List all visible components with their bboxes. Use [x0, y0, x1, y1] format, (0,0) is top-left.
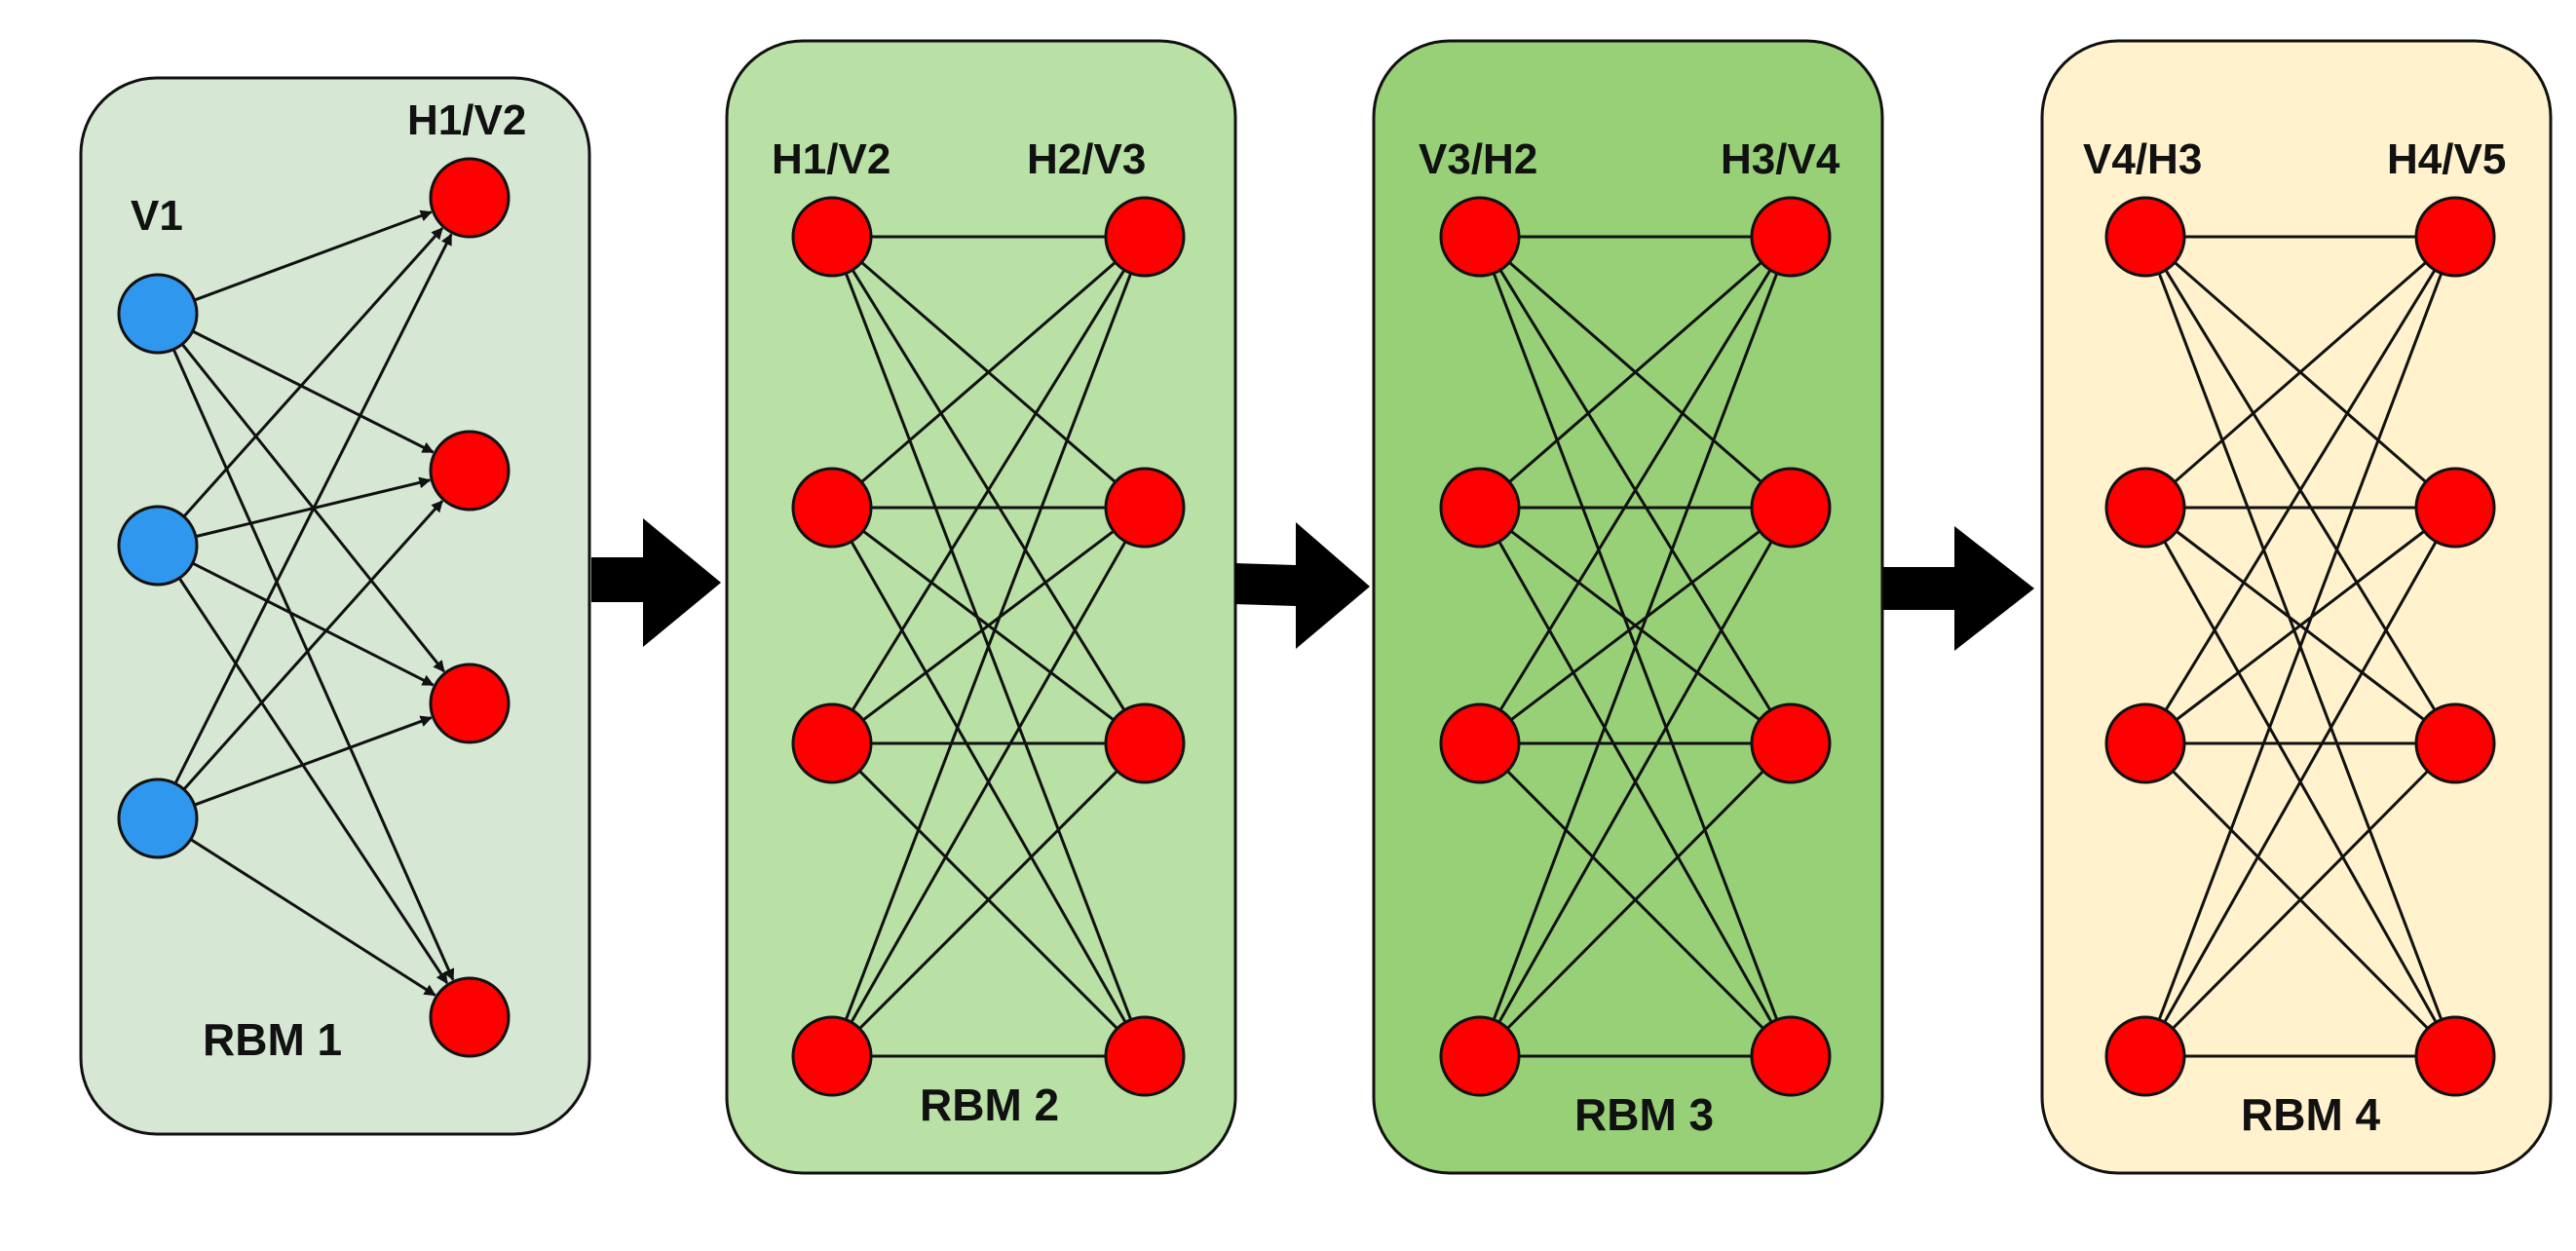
rbm-panel-2-left-label: H1/V2 [772, 135, 890, 183]
connection-edge [2143, 236, 2457, 1057]
rbm-panel-3-right-label: H3/V4 [1721, 135, 1840, 183]
connection-edge [192, 561, 435, 687]
connection-edge [189, 838, 436, 997]
hidden-unit-node [791, 196, 873, 278]
hidden-unit-node [1104, 467, 1186, 549]
hidden-unit-node [2414, 702, 2496, 784]
rbm-panel-1-left-label: V1 [131, 192, 183, 240]
rbm-panel-4-right-label: H4/V5 [2387, 135, 2506, 183]
rbm-panel-3-nodes [1439, 196, 1832, 1097]
rbm-panel-1-nodes [117, 157, 511, 1058]
hidden-unit-node [2104, 467, 2186, 549]
connection-edge [2143, 741, 2457, 1058]
connection-edge [194, 715, 433, 807]
rbm-panel-2: H1/V2 H2/V3 RBM 2 [725, 39, 1237, 1175]
hidden-unit-node [1750, 196, 1832, 278]
rbm-panel-1: V1 H1/V2 RBM 1 [79, 76, 591, 1136]
rbm-panel-4-edges [2143, 235, 2457, 1058]
connection-edge [182, 500, 444, 791]
rbm-panel-4-left-label: V4/H3 [2083, 135, 2202, 183]
rbm-panel-4: V4/H3 H4/V5 RBM 4 [2040, 39, 2553, 1175]
connection-edge [830, 507, 1147, 1057]
rbm-panel-2-right-label: H2/V3 [1027, 135, 1146, 183]
block-arrow-right-icon [1235, 522, 1370, 649]
rbm-panel-1-right-label: H1/V2 [407, 96, 526, 144]
hidden-unit-node [2104, 702, 2186, 784]
rbm-panel-1-title: RBM 1 [203, 1014, 342, 1065]
rbm-panel-3-title: RBM 3 [1574, 1089, 1714, 1140]
block-arrow-right-icon [1883, 526, 2034, 651]
hidden-unit-node [2104, 196, 2186, 278]
hidden-unit-node [791, 467, 873, 549]
visible-unit-node [117, 273, 199, 355]
block-arrow-right-icon [591, 518, 721, 647]
connection-edge [830, 236, 1147, 744]
hidden-unit-node [791, 702, 873, 784]
hidden-unit-node [1439, 467, 1521, 549]
rbm-panel-1-background [79, 76, 591, 1136]
connection-edge [1478, 741, 1793, 1058]
connection-edge [1479, 235, 1792, 510]
connection-edge [1478, 507, 1793, 1057]
connection-edge [2143, 236, 2457, 744]
hidden-unit-node [2414, 467, 2496, 549]
hidden-unit-node [1750, 1015, 1832, 1097]
connection-edge [193, 209, 433, 302]
connection-edge [830, 236, 1147, 1057]
connection-edge [831, 506, 1146, 745]
rbm-panel-3-edges [1478, 235, 1793, 1058]
rbm-panel-4-title: RBM 4 [2241, 1089, 2381, 1140]
connection-edge [173, 233, 453, 784]
rbm-panel-4-nodes [2104, 196, 2496, 1097]
rbm-panel-3-left-label: V3/H2 [1419, 135, 1537, 183]
connection-edge [177, 577, 449, 984]
hidden-unit-node [2414, 1015, 2496, 1097]
hidden-unit-node [791, 1015, 873, 1097]
hidden-unit-node [1439, 702, 1521, 784]
hidden-unit-node [429, 157, 511, 239]
connection-edge [192, 329, 435, 454]
connection-edge [2144, 235, 2456, 510]
connection-edge [171, 348, 455, 981]
rbm-panel-1-edges [171, 209, 455, 997]
hidden-unit-node [1104, 196, 1186, 278]
rbm-panel-2-nodes [791, 196, 1186, 1097]
hidden-unit-node [1439, 1015, 1521, 1097]
hidden-unit-node [2104, 1015, 2186, 1097]
connection-edge [182, 227, 444, 518]
hidden-unit-node [1750, 467, 1832, 549]
rbm-panel-2-edges [830, 235, 1147, 1058]
hidden-unit-node [429, 430, 511, 512]
rbm-panel-3: V3/H2 H3/V4 RBM 3 [1372, 39, 1884, 1175]
connection-edge [1478, 236, 1793, 1057]
connection-edge [1479, 506, 1792, 745]
hidden-unit-node [1750, 702, 1832, 784]
hidden-unit-node [429, 976, 511, 1058]
rbm-panel-3-background [1372, 39, 1884, 1175]
hidden-unit-node [1104, 702, 1186, 784]
connection-edge [2143, 507, 2457, 1057]
hidden-unit-node [429, 663, 511, 744]
hidden-unit-node [1104, 1015, 1186, 1097]
visible-unit-node [117, 505, 199, 587]
connection-edge [830, 741, 1147, 1058]
connection-edge [2144, 506, 2456, 745]
hidden-unit-node [2414, 196, 2496, 278]
hidden-unit-node [1439, 196, 1521, 278]
rbm-panel-2-title: RBM 2 [920, 1080, 1059, 1130]
connection-edge [831, 235, 1146, 510]
rbm-panel-2-background [725, 39, 1237, 1175]
visible-unit-node [117, 777, 199, 859]
connection-edge [1478, 236, 1793, 744]
